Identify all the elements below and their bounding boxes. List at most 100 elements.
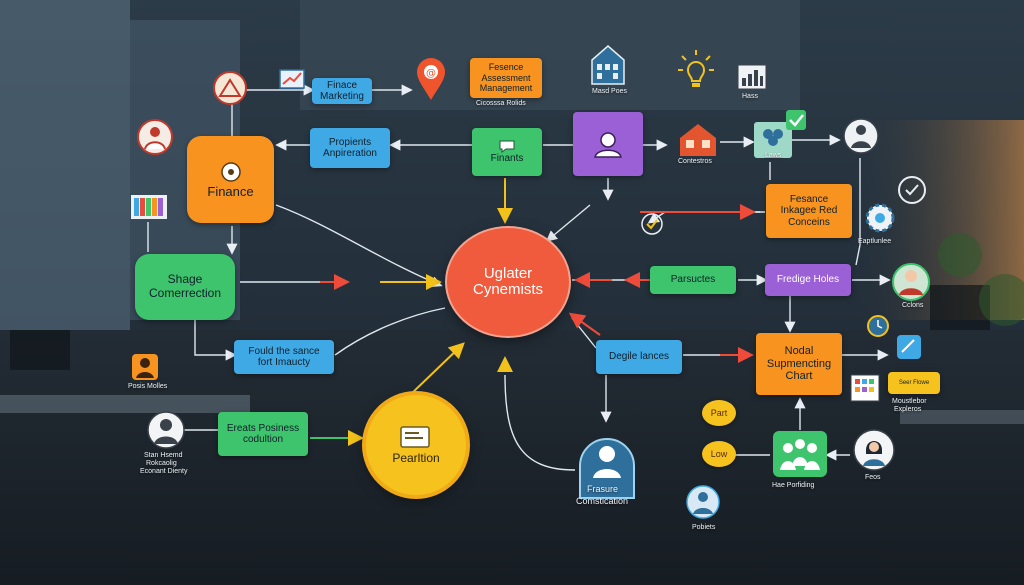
- finance-marketing-node[interactable]: Finace Marketing: [312, 78, 372, 104]
- document-icon: [400, 426, 430, 448]
- checkmark-circle-icon[interactable]: [640, 212, 664, 236]
- shage-line1: Shage: [167, 272, 203, 287]
- fesance-line2: Inkagee Red: [780, 205, 838, 217]
- building-caption: Masd Poes: [592, 88, 628, 95]
- person-left-caption: Posis Molles: [128, 383, 168, 390]
- parsuctes-node[interactable]: Parsuctes: [650, 266, 736, 294]
- fesance-right-node[interactable]: Fesance Inkagee Red Conceins: [766, 184, 852, 238]
- sticker-note-label: Seer Flowe: [898, 379, 930, 386]
- frasure-line2: Comstication: [576, 496, 629, 506]
- assessment-caption: Cicosssa Rolids: [476, 100, 526, 107]
- assessment-node[interactable]: Fesence Assessment Management: [470, 58, 542, 98]
- fesance-line1: Fesance: [789, 193, 829, 205]
- nodal-node[interactable]: Nodal Supmencting Chart: [756, 333, 842, 395]
- nodal-line1: Nodal: [784, 345, 814, 358]
- part-label: Part: [710, 408, 728, 418]
- laws-icon[interactable]: [752, 108, 808, 162]
- part-badge[interactable]: Part: [702, 400, 736, 426]
- shage-line2: Comerrection: [148, 286, 222, 300]
- gear-caption: Eaptlunlee: [858, 238, 892, 245]
- degile-node[interactable]: Degile lances: [596, 340, 682, 374]
- nodal-line3: Chart: [785, 370, 813, 383]
- low-badge[interactable]: Low: [702, 441, 736, 467]
- fredige-label: Fredige Holes: [776, 274, 840, 286]
- fould-line1: Fould the sance: [248, 345, 320, 357]
- house-icon[interactable]: [676, 120, 720, 160]
- connector-purple-hub: [545, 204, 591, 242]
- frasure-line1: Frasure: [587, 484, 619, 494]
- chart-caption: Hass: [742, 93, 758, 100]
- books-icon[interactable]: [130, 194, 168, 220]
- color-palette-icon[interactable]: [850, 374, 880, 402]
- pen-check-icon[interactable]: [896, 334, 922, 360]
- assessment-line3: Management: [479, 83, 533, 94]
- person-left-top-icon[interactable]: [136, 118, 174, 156]
- person-right-mid-icon[interactable]: [890, 262, 932, 302]
- woman-icon[interactable]: [852, 428, 896, 472]
- person-bottom-icon[interactable]: [684, 484, 722, 520]
- propients-line1: Propients: [328, 136, 372, 148]
- timer-icon[interactable]: [866, 314, 890, 338]
- position-node[interactable]: Pearltion: [366, 395, 466, 495]
- person-bottom-left-caption-line2: Rokcaolig: [146, 460, 177, 467]
- person-left-mid-icon[interactable]: [130, 352, 160, 382]
- person-bottom-left-caption-line1: Stan Hsemd: [144, 452, 183, 459]
- person-right-caption: Cclons: [902, 302, 924, 309]
- team-group-icon[interactable]: [772, 430, 828, 478]
- low-label: Low: [710, 449, 728, 459]
- gear-network-icon[interactable]: [860, 198, 900, 238]
- person-bottom-left-icon[interactable]: [146, 410, 186, 450]
- connector-shage-down: [194, 320, 237, 361]
- bottom-person-caption: Pobiets: [692, 524, 716, 531]
- house-caption: Contestros: [678, 158, 712, 165]
- building-icon[interactable]: [588, 42, 628, 86]
- sticker-note[interactable]: Seer Flowe: [888, 372, 940, 394]
- location-pin-icon[interactable]: @: [414, 56, 448, 102]
- purple-person-node[interactable]: [573, 112, 643, 176]
- arrow-red-lower: [568, 312, 601, 336]
- finants-label: Finants: [490, 153, 524, 165]
- create-line2: codultion: [242, 434, 284, 445]
- person-bottom-left-caption-line3: Econant Dienty: [140, 468, 188, 475]
- position-label: Pearltion: [392, 451, 440, 465]
- frasure-person-icon[interactable]: [574, 432, 640, 500]
- propients-node[interactable]: Propients Anpireration: [310, 128, 390, 168]
- clock-check-icon[interactable]: [896, 174, 928, 206]
- chart-up-icon[interactable]: [278, 68, 306, 92]
- bar-chart-icon[interactable]: [737, 64, 767, 90]
- laws-caption: Laws: [765, 152, 782, 159]
- stickers-caption-line1: Moustlebor: [892, 398, 927, 405]
- finance-label: Finance: [207, 184, 254, 200]
- chat-bubble-icon: [499, 140, 515, 154]
- connector-frasure-up: [504, 374, 576, 471]
- fould-line2: fort Imaucty: [257, 357, 311, 368]
- finance-node[interactable]: Finance: [187, 136, 274, 223]
- create-node[interactable]: Ereats Posiness codultion: [218, 412, 308, 456]
- assessment-line2: Assessment: [481, 72, 531, 83]
- woman-caption: Feos: [865, 474, 881, 481]
- nodal-line2: Supmencting: [766, 357, 832, 370]
- finants-node[interactable]: Finants: [472, 128, 542, 176]
- connector-fould-hub: [334, 307, 446, 356]
- assessment-line1: Fesence: [488, 62, 524, 73]
- arrow-yellow-pos: [409, 342, 465, 396]
- finance-marketing-label: Finace Marketing: [320, 79, 364, 103]
- person-icon: [594, 132, 622, 158]
- mountain-icon[interactable]: [212, 70, 248, 106]
- fredige-node[interactable]: Fredige Holes: [765, 264, 851, 296]
- fesance-line3: Conceins: [788, 216, 830, 228]
- gear-icon: [220, 162, 241, 182]
- connector-person-fesance: [855, 158, 861, 266]
- shage-node[interactable]: Shage Comerrection: [135, 254, 235, 320]
- hub-title-line2: Cynemists: [472, 281, 543, 298]
- lightbulb-icon[interactable]: [676, 48, 716, 92]
- person-right-top-icon[interactable]: [842, 116, 880, 156]
- svg-text:@: @: [426, 68, 436, 79]
- hub-node[interactable]: Uglater Cynemists: [447, 228, 569, 336]
- fould-node[interactable]: Fould the sance fort Imaucty: [234, 340, 334, 374]
- connector-fesance-check: [647, 211, 765, 224]
- group-caption: Hae Porfiding: [772, 482, 815, 489]
- propients-line2: Anpireration: [323, 148, 377, 159]
